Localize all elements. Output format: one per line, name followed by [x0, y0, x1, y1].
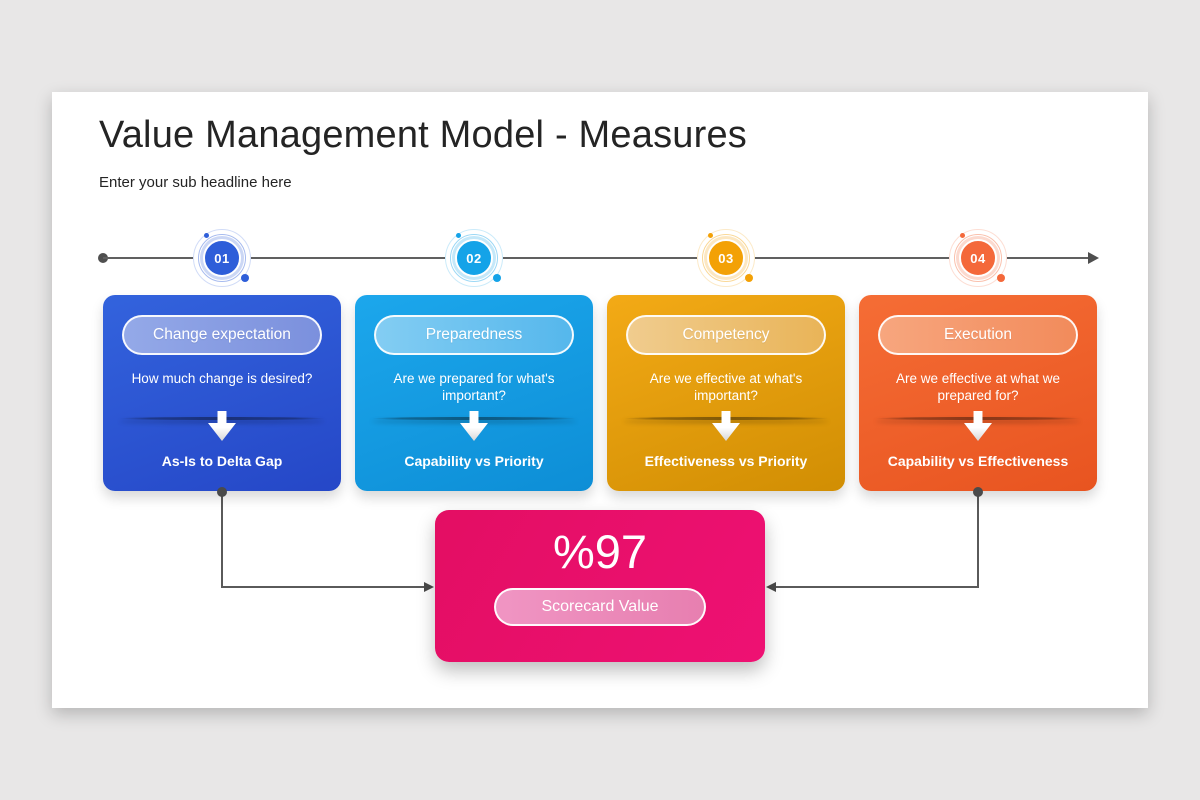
scorecard-label: Scorecard Value [541, 598, 659, 615]
step-badge-01: 01 [193, 229, 251, 287]
down-arrow-icon [964, 411, 992, 441]
card-title: Change expectation [153, 326, 291, 343]
card-title-pill: Execution [878, 315, 1078, 355]
card-question: How much change is desired? [131, 371, 313, 386]
card-divider [859, 408, 1097, 444]
measure-card-preparedness: Preparedness Are we prepared for what's … [355, 295, 593, 491]
page-title: Value Management Model - Measures [99, 114, 747, 156]
down-arrow-icon [460, 411, 488, 441]
card-result: As-Is to Delta Gap [161, 453, 283, 469]
card-title: Preparedness [425, 326, 523, 343]
card-result: Capability vs Effectiveness [887, 453, 1069, 469]
card-divider [607, 408, 845, 444]
badge-large-dot [997, 274, 1005, 282]
badge-mid-ring [702, 234, 750, 282]
card-question: Are we effective at what's important? [649, 371, 803, 403]
badge-outer-ring [949, 229, 1007, 287]
scorecard-card: %97 Scorecard Value [435, 510, 765, 662]
badge-large-dot [241, 274, 249, 282]
connector-right-arrow-icon [766, 582, 776, 592]
connector-dot-right [973, 487, 983, 497]
card-question: Are we effective at what we prepared for… [895, 371, 1061, 403]
card-title: Execution [943, 326, 1013, 343]
badge-outer-ring [193, 229, 251, 287]
badge-mid-ring [198, 234, 246, 282]
step-number: 01 [203, 239, 241, 277]
connector-left-horizontal [221, 586, 425, 588]
card-question: Are we prepared for what's important? [393, 371, 555, 403]
step-badge-04: 04 [949, 229, 1007, 287]
timeline-line [103, 257, 1095, 259]
measure-card-execution: Execution Are we effective at what we pr… [859, 295, 1097, 491]
down-arrow-icon [208, 411, 236, 441]
badge-small-dot [204, 233, 209, 238]
badge-mid-ring [954, 234, 1002, 282]
measure-card-competency: Competency Are we effective at what's im… [607, 295, 845, 491]
timeline-arrow-icon [1088, 252, 1099, 264]
connector-right-horizontal [775, 586, 979, 588]
step-number: 02 [455, 239, 493, 277]
connector-right-vertical [977, 492, 979, 587]
badge-outer-ring [697, 229, 755, 287]
badge-mid-ring [450, 234, 498, 282]
card-title-pill: Preparedness [374, 315, 574, 355]
card-title: Competency [682, 326, 770, 343]
card-title-pill: Competency [626, 315, 826, 355]
card-divider [355, 408, 593, 444]
down-arrow-icon [712, 411, 740, 441]
scorecard-label-pill: Scorecard Value [494, 588, 706, 626]
step-number: 03 [707, 239, 745, 277]
connector-left-arrow-icon [424, 582, 434, 592]
badge-small-dot [456, 233, 461, 238]
connector-dot-left [217, 487, 227, 497]
card-title-pill: Change expectation [122, 315, 322, 355]
card-result: Effectiveness vs Priority [644, 453, 808, 469]
measure-card-change-expectation: Change expectation How much change is de… [103, 295, 341, 491]
page-subtitle: Enter your sub headline here [99, 174, 292, 191]
card-result: Capability vs Priority [404, 453, 544, 469]
badge-small-dot [708, 233, 713, 238]
badge-large-dot [745, 274, 753, 282]
step-number: 04 [959, 239, 997, 277]
slide-canvas: Value Management Model - Measures Enter … [52, 92, 1148, 708]
badge-outer-ring [445, 229, 503, 287]
scorecard-value: %97 [552, 525, 648, 578]
step-badge-03: 03 [697, 229, 755, 287]
card-divider [103, 408, 341, 444]
connector-left-vertical [221, 492, 223, 587]
badge-large-dot [493, 274, 501, 282]
step-badge-02: 02 [445, 229, 503, 287]
badge-small-dot [960, 233, 965, 238]
